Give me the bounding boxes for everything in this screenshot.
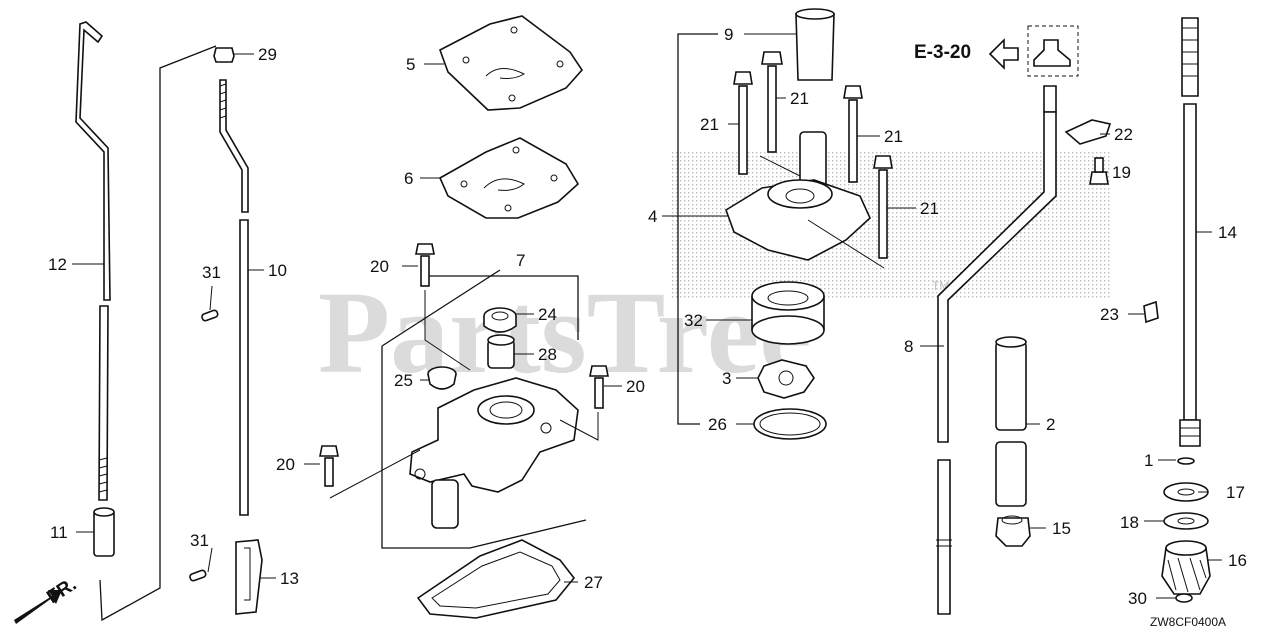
part-27-gasket[interactable]	[416, 539, 576, 619]
callout-31-lower: 31	[190, 531, 209, 550]
part-31-pin-upper[interactable]	[201, 309, 219, 322]
part-15-grommet[interactable]	[995, 515, 1031, 547]
callout-21-c: 21	[884, 127, 903, 146]
part-17-washer[interactable]	[1163, 482, 1209, 502]
callout-24: 24	[538, 305, 557, 324]
leader-20-right-case	[559, 412, 599, 441]
part-1-clip[interactable]	[1177, 457, 1195, 465]
callout-28: 28	[538, 345, 557, 364]
bracket-7	[381, 275, 587, 549]
part-20-bolt-upper[interactable]	[415, 243, 435, 287]
callout-20-lower: 20	[276, 455, 295, 474]
part-16-gear[interactable]	[1161, 540, 1211, 595]
part-25-seal[interactable]	[427, 366, 457, 390]
callout-26: 26	[708, 415, 727, 434]
part-2-sleeve-upper[interactable]	[995, 336, 1027, 431]
reference-label: E-3-20	[914, 42, 971, 63]
part-13-connector[interactable]	[235, 539, 263, 615]
part-11-collar[interactable]	[93, 507, 115, 557]
callout-25: 25	[394, 371, 413, 390]
bracket-9	[677, 33, 718, 425]
leader-20-lower-case	[329, 449, 421, 499]
callout-7: 7	[516, 251, 525, 270]
callout-2: 2	[1046, 415, 1055, 434]
callout-32: 32	[684, 311, 703, 330]
reference-arrow-icon	[988, 38, 1019, 70]
part-3-impeller[interactable]	[757, 359, 815, 399]
callout-13: 13	[280, 569, 299, 588]
callout-14: 14	[1218, 223, 1237, 242]
part-19-bolt[interactable]	[1089, 157, 1109, 185]
part-6-gasket[interactable]	[438, 137, 580, 219]
callout-labels: 12 11 29 31 10 31 13 5 6 7 20 24 28 25 2…	[48, 25, 1247, 608]
part-12-shift-rod[interactable]	[75, 21, 111, 501]
part-2-sleeve-lower[interactable]	[995, 441, 1027, 507]
drawing-code: ZW8CF0400A	[1150, 615, 1226, 629]
part-24-bearing[interactable]	[483, 307, 517, 333]
part-32-insert[interactable]	[751, 281, 825, 345]
callout-12: 12	[48, 255, 67, 274]
callout-3: 3	[722, 369, 731, 388]
callout-29: 29	[258, 45, 277, 64]
callout-30: 30	[1128, 589, 1147, 608]
callout-15: 15	[1052, 519, 1071, 538]
front-arrow-icon: FR.	[14, 574, 80, 624]
part-18-washer[interactable]	[1163, 512, 1209, 530]
callout-22: 22	[1114, 125, 1133, 144]
callout-9: 9	[724, 25, 733, 44]
reference-link[interactable]: E-3-20	[914, 25, 1079, 77]
callout-16: 16	[1228, 551, 1247, 570]
callout-23: 23	[1100, 305, 1119, 324]
front-label: FR.	[43, 574, 80, 608]
part-21-bolt-d[interactable]	[873, 155, 893, 259]
part-26-gasket-ring[interactable]	[753, 408, 827, 440]
callout-10: 10	[268, 261, 287, 280]
watermark-text: PartsTree	[318, 267, 812, 398]
part-21-bolt-a[interactable]	[733, 71, 753, 175]
leader-lines	[72, 33, 1222, 599]
callout-19: 19	[1112, 163, 1131, 182]
part-4-pump-housing[interactable]	[725, 131, 871, 261]
callout-20-upper: 20	[370, 257, 389, 276]
callout-11: 11	[50, 523, 68, 542]
grommet-icon	[1033, 39, 1071, 67]
part-pump-case[interactable]	[409, 377, 579, 529]
part-21-bolt-b[interactable]	[761, 51, 783, 153]
callout-21-b: 21	[700, 115, 719, 134]
part-23-key[interactable]	[1143, 300, 1159, 324]
part-5-gasket[interactable]	[439, 15, 584, 111]
callout-31-upper: 31	[202, 263, 221, 282]
part-30-clip[interactable]	[1175, 593, 1193, 603]
frame-line-left	[99, 45, 217, 622]
part-14-drive-shaft[interactable]	[1179, 17, 1201, 447]
part-10-shift-rod[interactable]	[219, 79, 249, 516]
reference-box	[1027, 25, 1079, 77]
callout-8: 8	[904, 337, 913, 356]
part-9-water-tube[interactable]	[795, 8, 835, 81]
part-21-bolt-c[interactable]	[843, 85, 863, 183]
callout-21-a: 21	[790, 89, 809, 108]
part-20-bolt-right[interactable]	[589, 365, 609, 409]
callout-17: 17	[1226, 483, 1245, 502]
part-20-bolt-lower[interactable]	[319, 445, 339, 487]
callout-18: 18	[1120, 513, 1139, 532]
callout-5: 5	[406, 55, 415, 74]
leader-20-upper-case	[424, 290, 471, 371]
callout-20-right: 20	[626, 377, 645, 396]
callout-21-d: 21	[920, 199, 939, 218]
callout-27: 27	[584, 573, 603, 592]
callout-4: 4	[648, 207, 657, 226]
callout-1: 1	[1144, 451, 1153, 470]
part-28-sleeve[interactable]	[487, 334, 515, 369]
bracket-7-inner	[381, 269, 501, 347]
callout-6: 6	[404, 169, 413, 188]
part-8-water-tube[interactable]	[936, 85, 1057, 615]
part-29-nut[interactable]	[213, 47, 235, 63]
part-31-pin-lower[interactable]	[189, 569, 207, 582]
part-22-plate[interactable]	[1064, 119, 1112, 145]
